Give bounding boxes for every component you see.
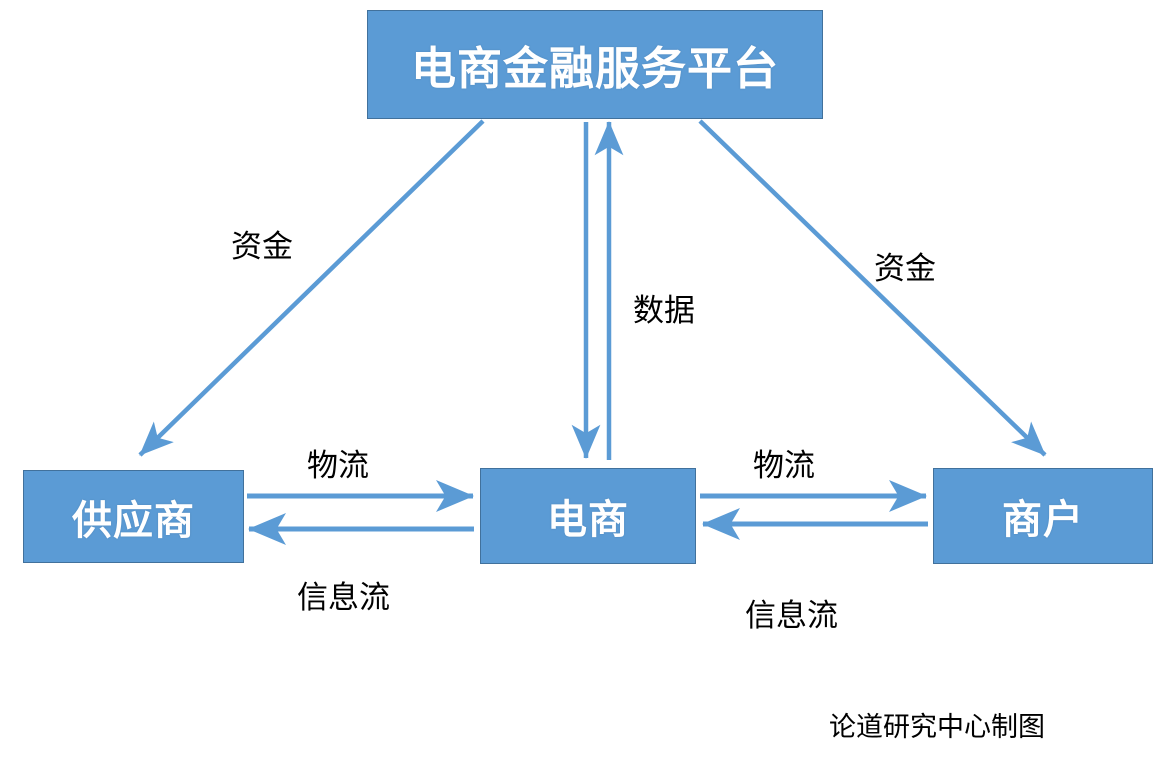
edge-label-platform-to-supplier: 资金: [231, 229, 293, 264]
node-platform[interactable]: 电商金融服务平台: [367, 10, 823, 119]
node-supplier[interactable]: 供应商: [23, 470, 244, 563]
edge-label-platform-to-merchant: 资金: [874, 251, 936, 286]
arrow-platform-to-merchant: [698, 119, 1047, 457]
credit-text: 论道研究中心制图: [829, 712, 1045, 742]
arrow-platform-to-supplier: [138, 119, 485, 457]
node-ecommerce[interactable]: 电商: [480, 468, 696, 564]
node-merchant[interactable]: 商户: [933, 468, 1153, 564]
edge-label-ecommerce-to-merchant: 物流: [753, 448, 815, 483]
edge-label-supplier-to-ecommerce: 物流: [307, 448, 369, 483]
edge-label-ecommerce-to-platform: 数据: [633, 293, 695, 328]
edge-label-ecommerce-to-supplier: 信息流: [297, 580, 390, 615]
edge-label-merchant-to-ecommerce: 信息流: [745, 598, 838, 633]
